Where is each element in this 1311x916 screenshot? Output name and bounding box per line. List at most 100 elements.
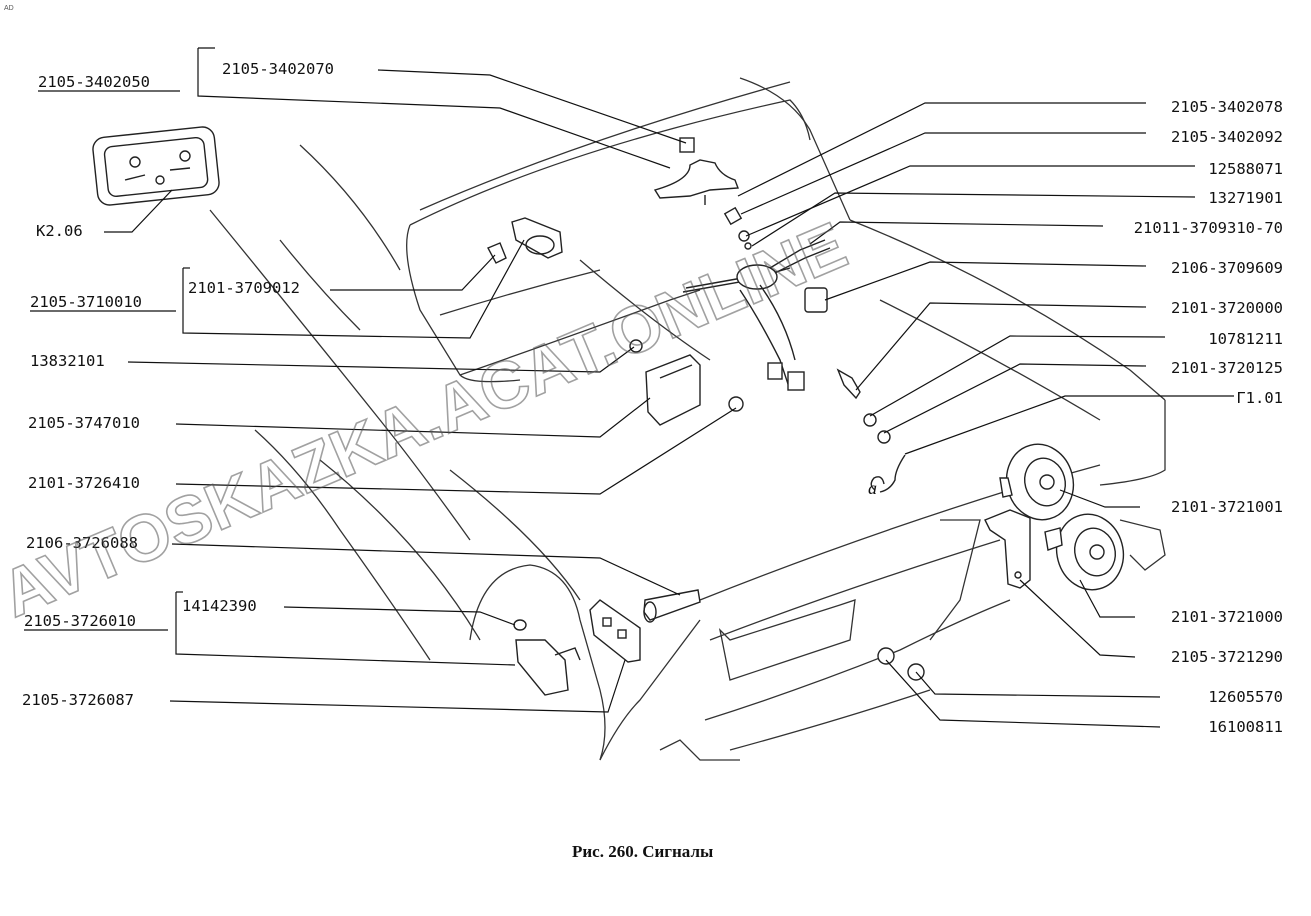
windshield-outer-edge [419,81,791,211]
leader-2105-3402070-a [197,48,671,169]
nut-part [629,339,643,353]
label-13271901: 13271901 [1208,189,1283,207]
leader-r-2101-3720125 [883,363,1147,434]
horn-bracket-part [984,509,1031,589]
hood-front-corner [1099,400,1166,486]
label-2105-3402078: 2105-3402078 [1171,98,1283,116]
grille-bar-1 [929,519,981,641]
label-2105-3402070: 2105-3402070 [222,60,334,78]
label-2105-3726010: 2105-3726010 [24,612,136,630]
label-2106-3709609: 2106-3709609 [1171,259,1283,277]
figure-caption: Рис. 260. Сигналы [572,842,713,861]
leader-r-21011-3709310-70 [809,221,1104,245]
wheel-arch [469,564,606,761]
relay-part [645,354,701,426]
horn-upper-part [999,443,1075,521]
label-14142390: 14142390 [182,597,257,615]
fender-line-3 [449,469,581,601]
bumper-lower [729,689,931,751]
bumper-line [704,599,1011,721]
label-2105-3402092: 2105-3402092 [1171,128,1283,146]
label-10781211: 10781211 [1208,330,1283,348]
leader-r-12605570 [915,671,1161,698]
a-pillar-right [739,77,851,221]
label-2105-3747010: 2105-3747010 [28,414,140,432]
leader-2101-3726410 [175,407,737,495]
label-2101-3721000: 2101-3721000 [1171,608,1283,626]
fender-line [254,429,431,661]
lower-corner [659,739,740,761]
front-panel-line-2 [709,539,1001,641]
door-line-top [299,144,401,271]
label-2101-3726410: 2101-3726410 [28,474,140,492]
leader-13832101 [127,346,635,373]
washer-part [877,647,895,665]
repeater-lamp-part [513,619,581,696]
leader-r-2106-3709609 [824,261,1147,301]
leader-r-2101-3720000 [855,302,1147,391]
leader-r-16100811 [885,659,1161,728]
corner-mark: AD [4,5,14,12]
label-13832101: 13832101 [30,352,105,370]
left-labels: 2105-3402050 2105-3402070 K2.06 2101-370… [22,60,334,709]
column-switch-part [682,239,831,391]
relay-block-part [92,126,220,206]
horn-contact-part [836,368,906,493]
label-2105-3721290: 2105-3721290 [1171,648,1283,666]
label-2101-3720125: 2101-3720125 [1171,359,1283,377]
hood-crease [879,299,1101,421]
ignition-bracket-part [653,137,739,205]
letter-a-label: a [868,478,877,498]
door-line-diag [209,209,471,541]
leader-14142390 [283,606,516,626]
fender-edge [599,619,701,761]
label-2105-3726087: 2105-3726087 [22,691,134,709]
headlight-recess [718,599,856,681]
door-line-short [279,239,361,331]
label-2101-3721001: 2101-3721001 [1171,498,1283,516]
leader-k206 [104,189,173,233]
leader-2105-3402070-b [377,69,687,144]
label-12588071: 12588071 [1208,160,1283,178]
leader-2105-3726010-a [175,592,516,666]
leader-r-2101-3721001 [1059,489,1140,508]
leader-r-13271901 [751,192,1196,247]
fender-line-2 [319,459,481,641]
side-repeater-part [589,589,701,663]
leader-r-12588071 [745,165,1195,237]
leader-2101-3709012-socket [182,239,525,339]
label-2101-3709012: 2101-3709012 [188,279,300,297]
leader-2105-3747010 [175,397,651,438]
label-g101: Г1.01 [1236,389,1283,407]
label-2105-3402050: 2105-3402050 [38,73,150,91]
leader-r-2105-3402078 [737,102,1146,197]
lamp-socket-part [487,217,563,264]
cowl-line [579,259,711,361]
label-2106-3726088: 2106-3726088 [26,534,138,552]
label-2105-3710010: 2105-3710010 [30,293,142,311]
leader-r-2105-3402092 [740,132,1146,215]
leader-r-2105-3721290 [1019,579,1136,658]
letter-a-hook [870,476,885,491]
dash-edge-2 [459,289,701,376]
front-fender-bracket [1119,519,1166,571]
bulb-part [728,396,744,412]
a-pillar-left [406,224,521,383]
dash-edge-1 [439,269,601,316]
hood-edge-top [849,219,1166,401]
windshield-top-edge [409,99,811,226]
small-connectors [723,206,752,250]
leader-2105-3726087 [169,659,626,713]
horn-lower-part [1044,513,1125,591]
right-labels: 2105-3402078 2105-3402092 12588071 13271… [868,98,1283,736]
leader-2101-3709012-lamp [330,254,496,291]
label-16100811: 16100811 [1208,718,1283,736]
leader-r-2101-3721000 [1079,579,1135,618]
label-12605570: 12605570 [1208,688,1283,706]
label-k206: K2.06 [36,222,83,240]
leader-r-10781211 [869,335,1166,417]
leader-lines [104,47,1234,728]
label-21011-3709310-70: 21011-3709310-70 [1134,219,1283,237]
